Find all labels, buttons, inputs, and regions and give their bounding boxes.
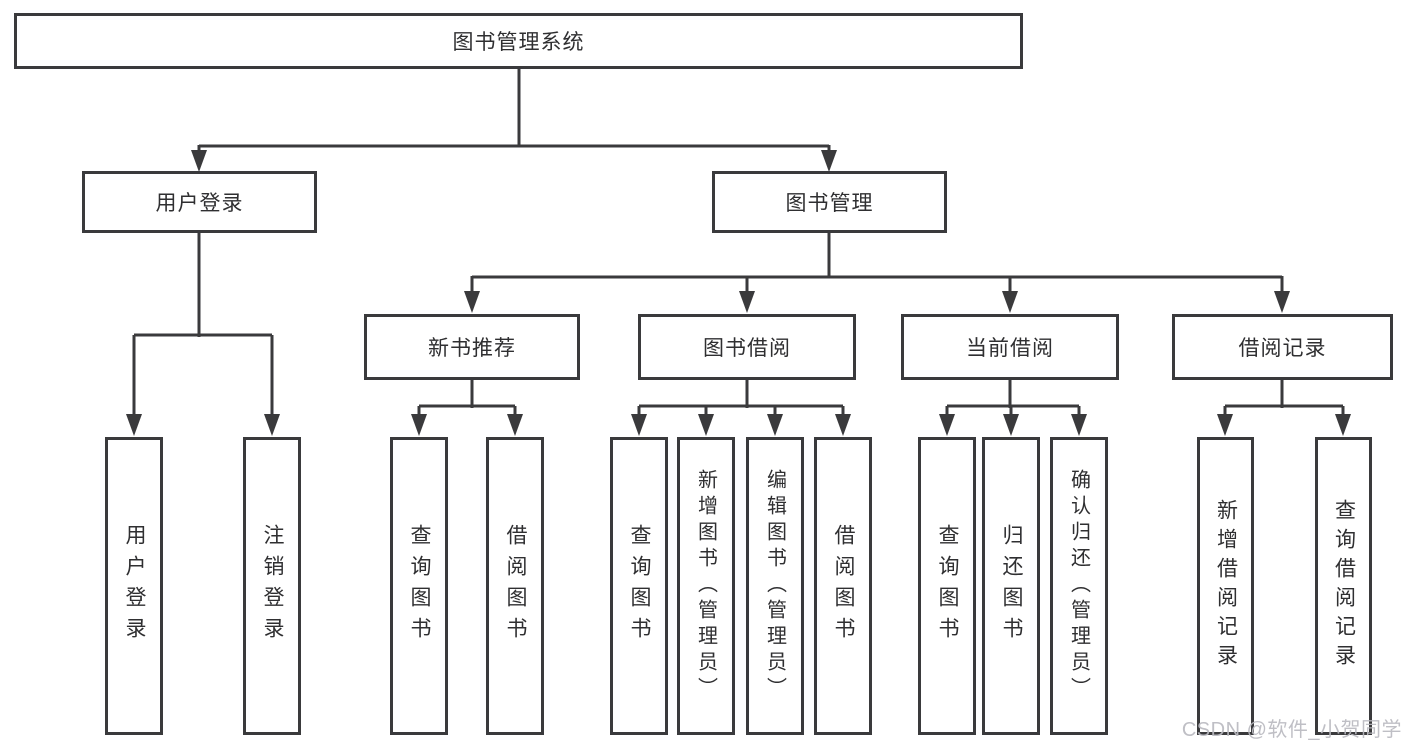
leaf-logout: 注销登录 [243, 437, 301, 735]
connector-borrow-records-to-leaves [1223, 380, 1345, 416]
node-book-borrow: 图书借阅 [638, 314, 856, 380]
arrow-down-icon [1217, 414, 1233, 436]
leaf-confirm-return-admin: 确认归还（管理员） [1050, 437, 1108, 735]
leaf-current-query-books: 查询图书 [918, 437, 976, 735]
node-book-management: 图书管理 [712, 171, 947, 233]
arrow-down-icon [835, 414, 851, 436]
csdn-watermark: CSDN @软件_小贺同学 [1181, 719, 1402, 741]
node-new-book-recommend: 新书推荐 [364, 314, 580, 380]
leaf-user-login: 用户登录 [105, 437, 163, 735]
arrow-down-icon [821, 150, 837, 172]
node-label: 借阅图书 [504, 524, 527, 648]
arrow-down-icon [631, 414, 647, 436]
node-label: 注销登录 [261, 524, 284, 648]
node-root-system: 图书管理系统 [14, 13, 1023, 69]
leaf-add-books-admin: 新增图书（管理员） [677, 437, 735, 735]
node-label: 图书管理 [785, 192, 874, 215]
leaf-recommend-borrow-books: 借阅图书 [486, 437, 544, 735]
leaf-borrow-query-books: 查询图书 [610, 437, 668, 735]
leaf-recommend-query-books: 查询图书 [390, 437, 448, 735]
node-user-login: 用户登录 [82, 171, 317, 233]
arrow-down-icon [411, 414, 427, 436]
node-label: 当前借阅 [966, 337, 1054, 360]
arrow-down-icon [264, 414, 280, 436]
node-label: 查询图书 [408, 524, 431, 648]
arrow-down-icon [698, 414, 714, 436]
node-label: 确认归还（管理员） [1067, 469, 1090, 703]
node-label: 查询图书 [628, 524, 651, 648]
node-label: 借阅记录 [1238, 337, 1327, 360]
arrow-down-icon [507, 414, 523, 436]
leaf-return-books: 归还图书 [982, 437, 1040, 735]
arrow-down-icon [767, 414, 783, 436]
connector-new-book-recommend-to-leaves [417, 380, 517, 416]
arrow-down-icon [464, 291, 480, 313]
node-label: 用户登录 [123, 524, 146, 648]
leaf-edit-books-admin: 编辑图书（管理员） [746, 437, 804, 735]
node-current-borrow: 当前借阅 [901, 314, 1119, 380]
node-label: 查询借阅记录 [1332, 499, 1356, 673]
node-label: 图书管理系统 [452, 31, 585, 54]
node-borrow-records: 借阅记录 [1172, 314, 1393, 380]
node-label: 图书借阅 [703, 337, 791, 360]
arrow-down-icon [126, 414, 142, 436]
arrow-down-icon [1003, 414, 1019, 436]
node-label: 借阅图书 [832, 524, 855, 648]
leaf-borrow-books: 借阅图书 [814, 437, 872, 735]
connector-book-management-to-level3 [470, 233, 1284, 293]
arrow-down-icon [1002, 291, 1018, 313]
connector-user-login-to-leaves [132, 233, 274, 416]
arrow-down-icon [1274, 291, 1290, 313]
node-label: 新增图书（管理员） [694, 469, 717, 703]
arrow-down-icon [1071, 414, 1087, 436]
leaf-query-borrow-record: 查询借阅记录 [1315, 437, 1372, 735]
node-label: 新书推荐 [428, 337, 516, 360]
arrow-down-icon [939, 414, 955, 436]
node-label: 归还图书 [1000, 524, 1023, 648]
arrow-down-icon [1335, 414, 1351, 436]
node-label: 新增借阅记录 [1214, 499, 1238, 673]
connector-book-borrow-to-leaves [637, 380, 845, 416]
arrow-down-icon [739, 291, 755, 313]
leaf-add-borrow-record: 新增借阅记录 [1197, 437, 1254, 735]
connector-current-borrow-to-leaves [945, 380, 1081, 416]
connector-root-to-level2 [197, 69, 831, 152]
arrow-down-icon [191, 150, 207, 172]
node-label: 用户登录 [155, 192, 244, 215]
node-label: 编辑图书（管理员） [763, 469, 786, 703]
node-label: 查询图书 [936, 524, 959, 648]
